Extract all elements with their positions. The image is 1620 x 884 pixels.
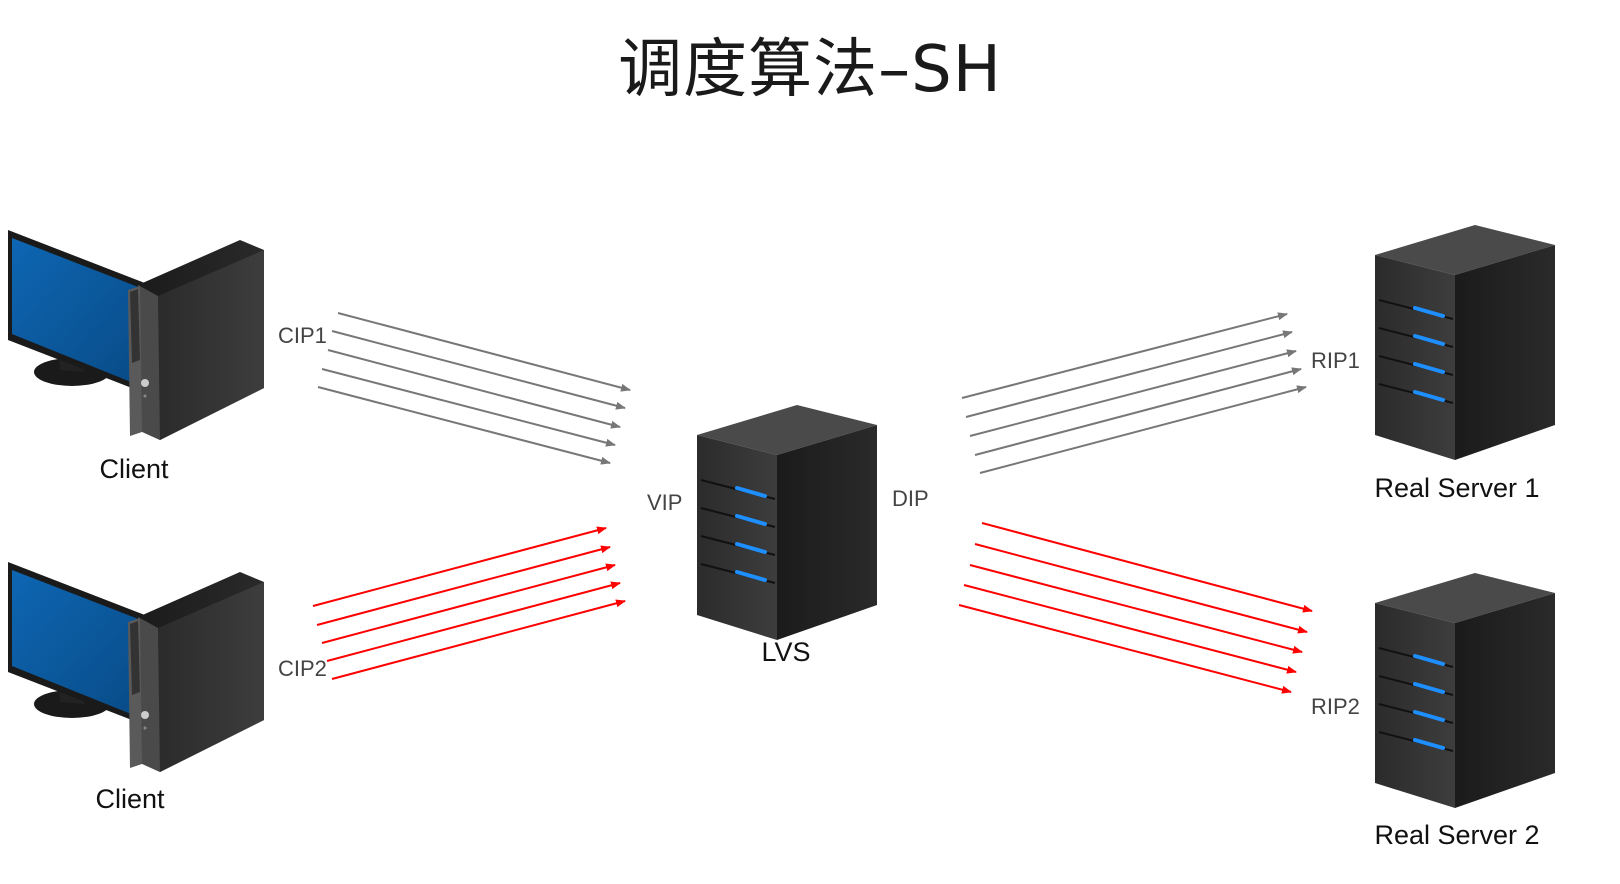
rip2-label: RIP2	[1311, 694, 1360, 719]
flow-arrow-c1-lvs-2	[331, 330, 626, 410]
flow-arrows	[312, 312, 1313, 694]
dip-label: DIP	[892, 486, 929, 511]
client1-computer-icon	[8, 230, 264, 440]
flow-arrow-lvs-rs1-3	[969, 349, 1297, 437]
flow-arrow-lvs-rs1-1	[961, 312, 1288, 399]
flow-arrow-c1-lvs-4	[321, 368, 616, 447]
cip2-label: CIP2	[278, 656, 327, 681]
lvs-server-icon	[695, 403, 879, 642]
flow-arrow-c2-lvs-1	[312, 526, 607, 607]
flow-arrow-c1-lvs-3	[327, 349, 621, 429]
flow-arrow-c1-lvs-1	[337, 312, 631, 392]
lvs-label: LVS	[761, 637, 810, 667]
flow-arrow-lvs-rs1-5	[979, 385, 1307, 474]
flow-arrow-lvs-rs2-3	[969, 564, 1303, 654]
flow-arrow-c2-lvs-5	[331, 599, 626, 680]
flow-arrow-c2-lvs-4	[326, 581, 621, 662]
rs1-server-icon	[1373, 223, 1557, 462]
rs2-server-icon	[1373, 571, 1557, 810]
flow-arrow-c2-lvs-3	[321, 563, 616, 644]
flow-arrow-c2-lvs-2	[316, 545, 611, 626]
client1-label: Client	[99, 454, 169, 484]
client2-computer-icon	[8, 562, 264, 772]
flow-arrow-lvs-rs2-1	[981, 522, 1313, 613]
flow-arrow-lvs-rs2-4	[963, 584, 1297, 674]
flow-arrow-lvs-rs1-2	[965, 330, 1293, 418]
rip1-label: RIP1	[1311, 348, 1360, 373]
rs1-label: Real Server 1	[1374, 473, 1539, 503]
vip-label: VIP	[647, 490, 682, 515]
flow-arrow-lvs-rs2-2	[974, 543, 1308, 634]
cip1-label: CIP1	[278, 323, 327, 348]
flow-arrow-lvs-rs1-4	[974, 367, 1302, 456]
page-title: 调度算法–SH	[618, 33, 1002, 107]
flow-arrow-c1-lvs-5	[317, 386, 611, 465]
rs2-label: Real Server 2	[1374, 820, 1539, 850]
flow-arrow-lvs-rs2-5	[958, 604, 1292, 694]
client2-label: Client	[95, 784, 165, 814]
